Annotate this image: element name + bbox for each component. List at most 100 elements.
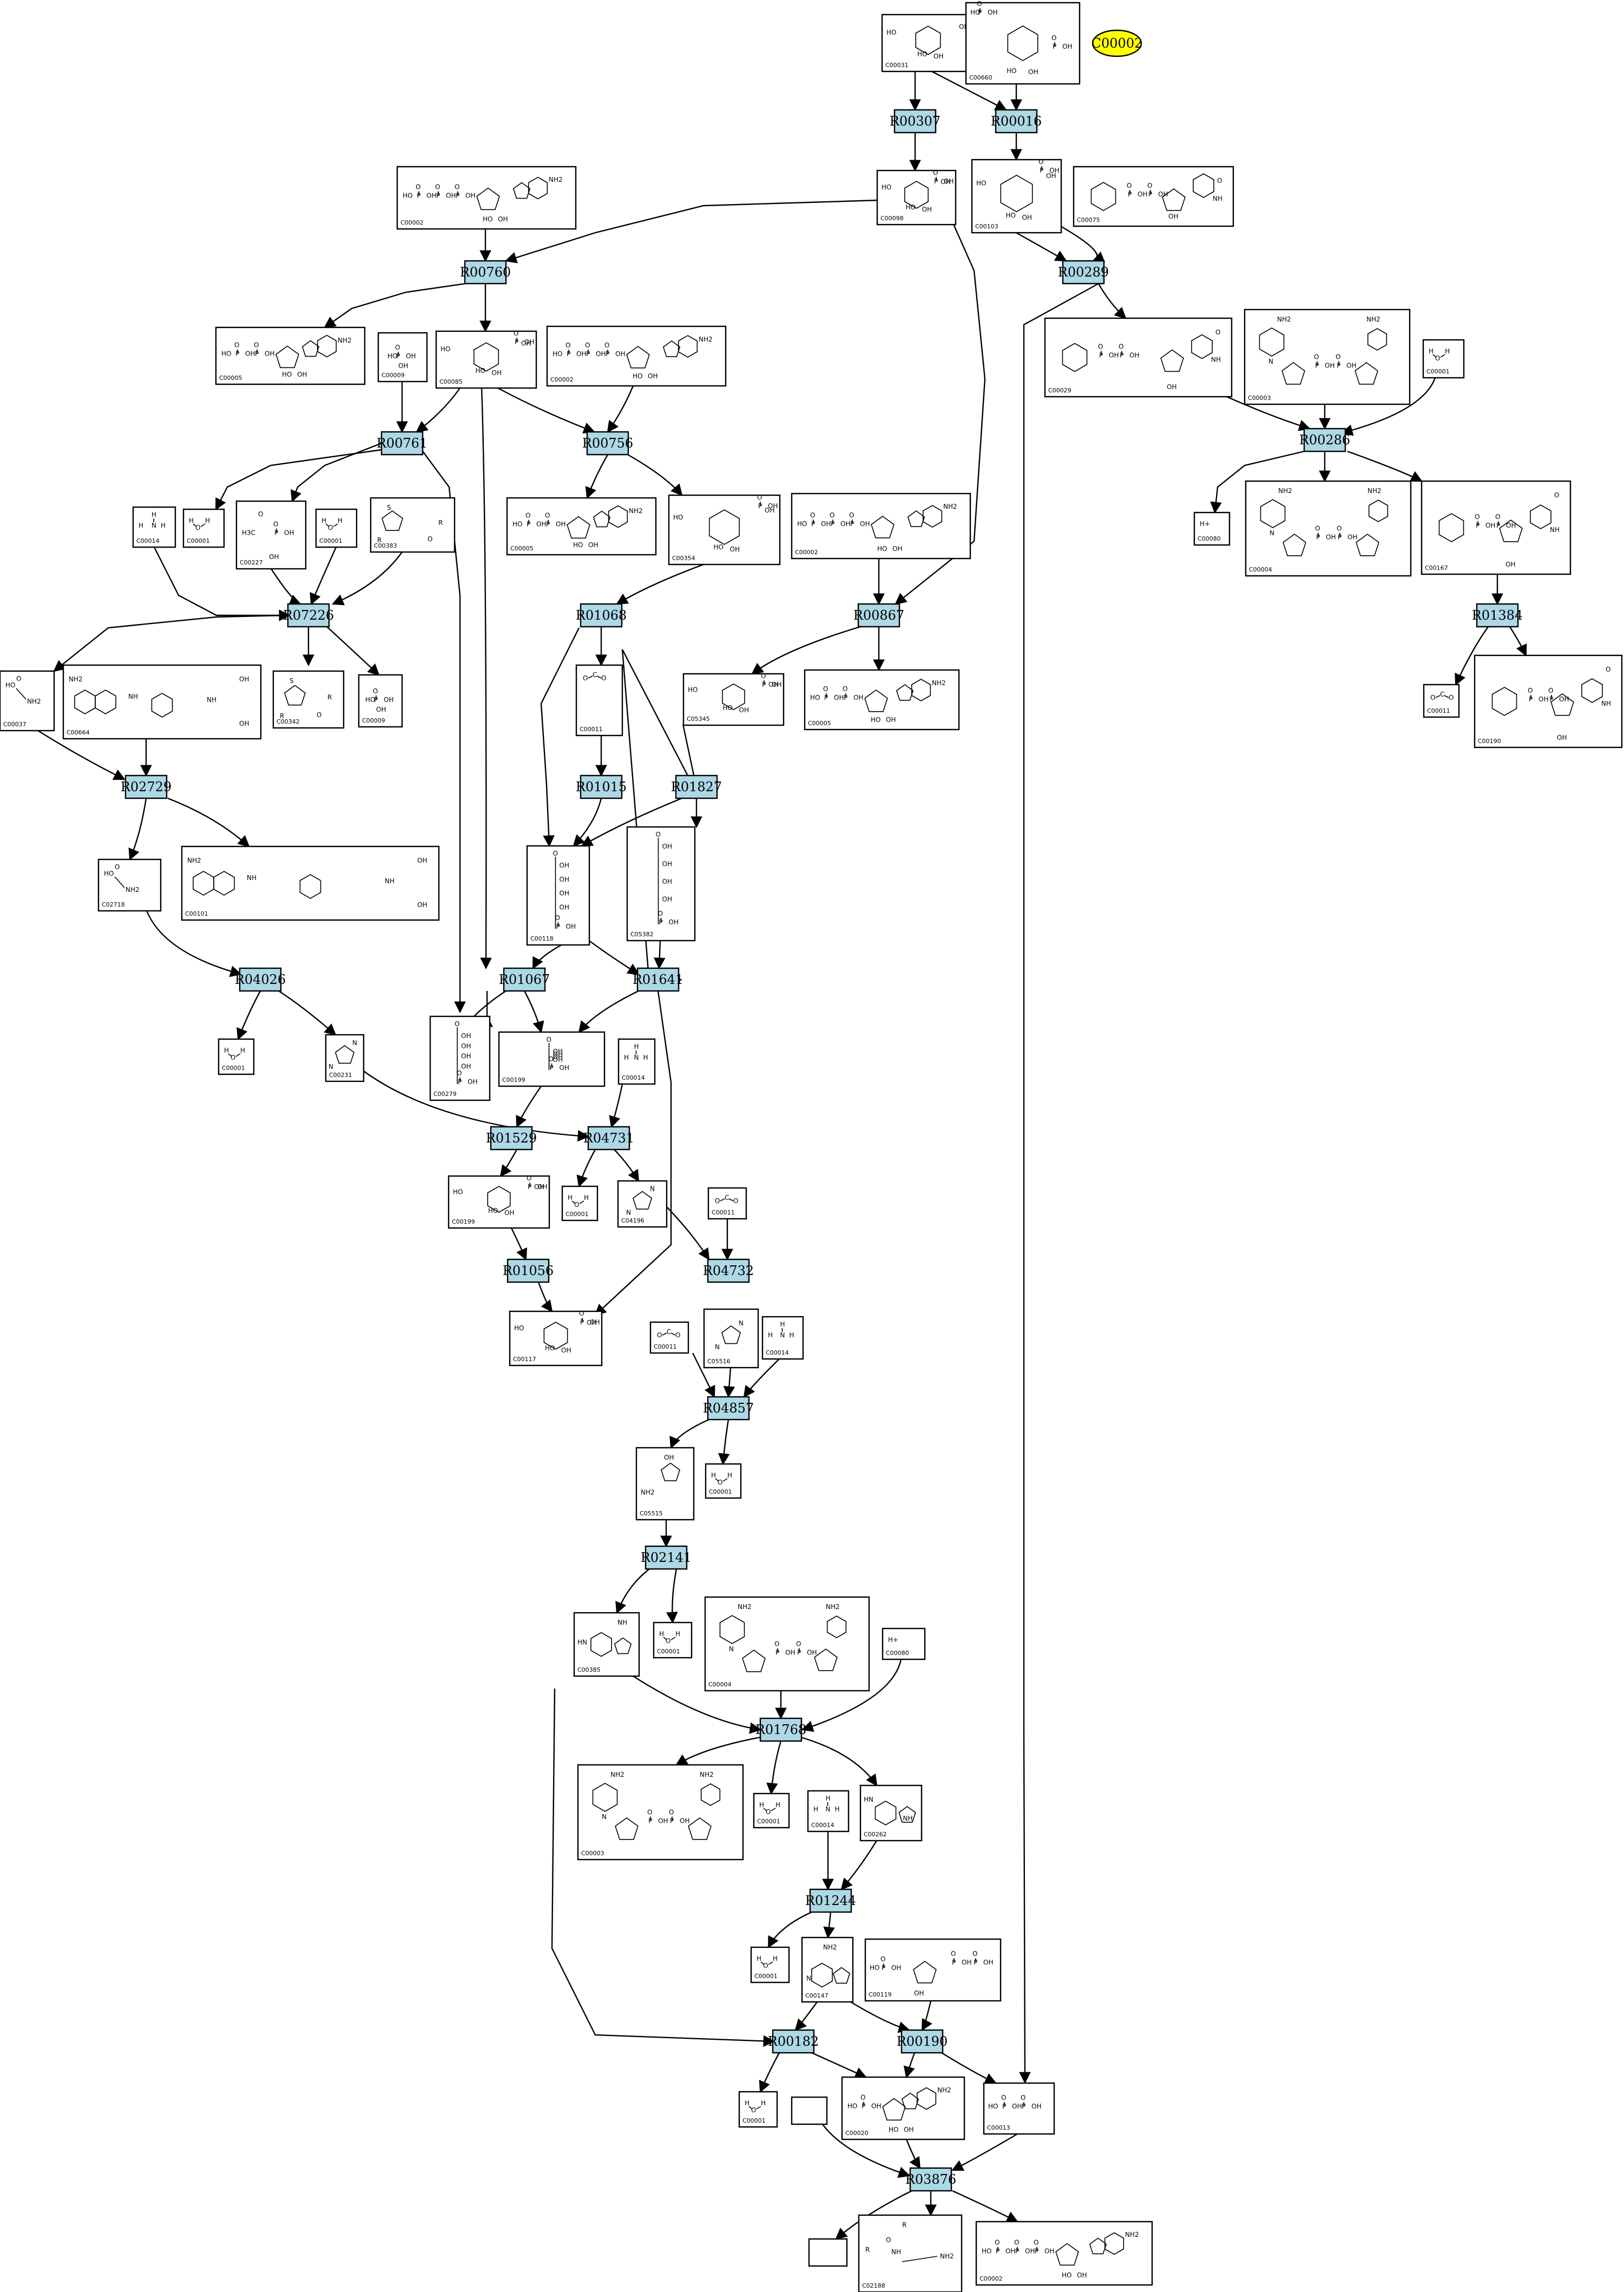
reaction-node[interactable]: R00016 (991, 109, 1042, 134)
reaction-node[interactable]: R00190 (897, 2029, 948, 2054)
reaction-node[interactable]: R04857 (703, 1396, 754, 1421)
reaction-node[interactable]: R04731 (583, 1126, 634, 1151)
reaction-node[interactable]: R04732 (703, 1258, 754, 1283)
highlight-compound[interactable]: C00002 (1092, 29, 1143, 57)
compound-node[interactable] (791, 2096, 828, 2125)
reaction-node[interactable]: R02141 (641, 1545, 692, 1570)
reaction-node[interactable]: R00182 (768, 2029, 819, 2054)
reaction-node[interactable]: R01529 (486, 1126, 537, 1151)
reaction-node[interactable]: R01068 (576, 603, 627, 628)
reaction-node[interactable]: R01244 (805, 1888, 856, 1913)
reaction-node[interactable]: R01384 (1472, 603, 1523, 628)
reaction-node[interactable]: R00756 (582, 431, 633, 456)
reaction-node[interactable]: R00286 (1299, 428, 1350, 452)
reaction-node[interactable]: R00761 (377, 431, 428, 456)
reaction-node[interactable]: R01641 (633, 967, 683, 992)
reaction-node[interactable]: R03876 (905, 2167, 956, 2192)
reaction-node[interactable]: R07226 (283, 603, 334, 628)
reaction-node[interactable]: R01067 (499, 967, 550, 992)
reaction-node[interactable]: R02729 (121, 774, 172, 799)
reaction-node[interactable]: R00867 (853, 603, 904, 628)
reaction-node[interactable]: R01056 (503, 1258, 554, 1283)
edge-99 (759, 2052, 780, 2093)
reaction-node[interactable]: R00760 (460, 260, 511, 285)
reaction-node[interactable]: R00289 (1058, 260, 1109, 285)
compound-node[interactable]: H+C00080 (1193, 511, 1231, 546)
reaction-node[interactable]: R01768 (755, 1717, 806, 1742)
reaction-node[interactable]: R01015 (576, 774, 627, 799)
compound-node[interactable] (808, 2238, 848, 2267)
reaction-node[interactable]: R01827 (671, 774, 722, 799)
reaction-node[interactable]: R00307 (890, 109, 941, 134)
reaction-node[interactable]: R04026 (235, 967, 286, 992)
compound-node[interactable]: H+C00080 (882, 1627, 926, 1660)
